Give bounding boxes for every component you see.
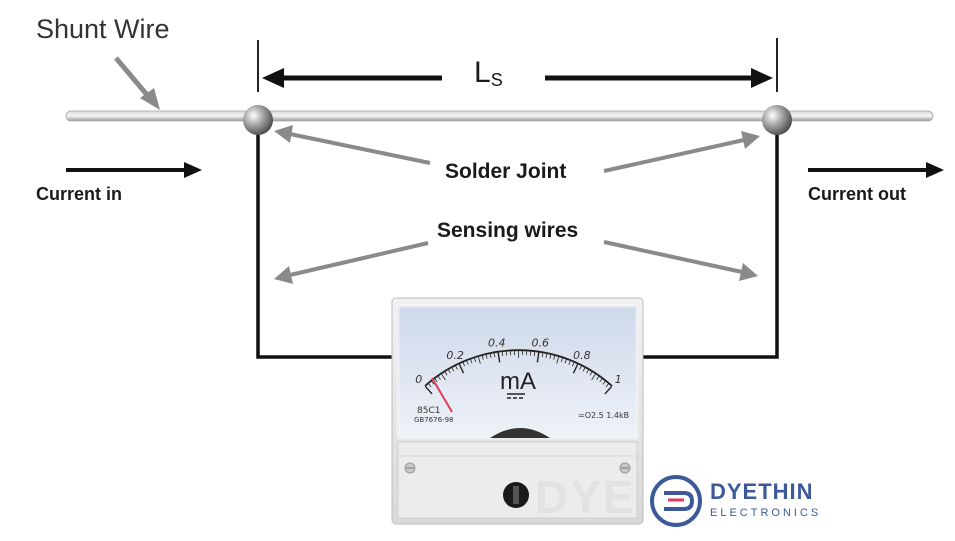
dyethin-logo-icon [650, 475, 702, 527]
meter-scale-tick [572, 363, 579, 374]
meter-scale-tick [497, 352, 501, 363]
meter-scale-number: 1 [615, 373, 622, 386]
meter-scale-tick [455, 365, 458, 370]
sensing-wires-label: Sensing wires [437, 219, 579, 242]
meter-scale-ticks [424, 351, 613, 395]
meter-scale-tick [485, 354, 488, 359]
shunt-pointer-head [140, 88, 160, 110]
meter-scale-tick [481, 355, 484, 360]
meter-scale-tick [545, 353, 548, 358]
meter-scale-tick [470, 359, 473, 364]
ls-label-sub: S [490, 70, 503, 90]
ls-arrow-right-head [751, 68, 773, 88]
meter-scale-tick [564, 359, 567, 364]
meter-scale-tick [451, 367, 455, 372]
solder-arrow-left-head [274, 125, 293, 143]
meter-scale-tick [431, 380, 435, 385]
logo-name: DYETHIN [710, 479, 814, 504]
meter-scale-tick [434, 378, 438, 383]
meter-scale-tick [424, 385, 433, 395]
meter-scale-tick [428, 383, 432, 388]
meter-scale-tick [493, 353, 496, 358]
meter-scale-number: 0.2 [446, 349, 464, 362]
meter-scale-tick [579, 365, 582, 370]
current-in-arrow-head [184, 162, 202, 178]
sensing-arrow-right-head [739, 263, 758, 281]
current-out-arrow-head [926, 162, 944, 178]
ls-label-main: L [474, 56, 491, 89]
meter-scale-number: 0.8 [573, 349, 591, 362]
meter-standard: GB7676-98 [414, 416, 453, 424]
shunt-wire [65, 110, 934, 122]
watermark-text: DYE [535, 471, 636, 523]
meter-scale-tick [462, 362, 465, 367]
meter-scale-tick [549, 354, 552, 359]
meter-scale-number: 0.6 [531, 337, 549, 350]
meter-zero-adjust-slot [513, 486, 519, 504]
ls-label: LS [474, 56, 503, 91]
logo-subtitle: ELECTRONICS [710, 507, 822, 519]
meter-needle [431, 377, 453, 413]
meter-scale-tick [568, 360, 571, 365]
solder-joint-label: Solder Joint [445, 160, 567, 183]
meter-scale-tick [586, 369, 589, 374]
meter-scale-tick [591, 373, 596, 381]
current-out-label: Current out [808, 184, 906, 204]
dyethin-logo: DYETHIN ELECTRONICS [648, 473, 838, 533]
meter-pivot-cover [490, 428, 550, 438]
meter-dial [397, 305, 638, 439]
meter-scale-tick [605, 383, 609, 388]
meter-scale-tick [474, 357, 477, 363]
meter-class: =O2.5 1.4kB [578, 411, 629, 420]
meter-scale-tick [458, 363, 465, 374]
meter-scale-tick [541, 353, 544, 358]
meter-scale-tick [602, 380, 606, 385]
ls-arrow-left-head [262, 68, 284, 88]
shunt-wire-label: Shunt Wire [36, 14, 170, 44]
meter-unit: mA [500, 368, 536, 395]
meter-scale-tick [536, 352, 540, 363]
meter-scale-tick [444, 371, 448, 376]
meter-scale-tick [489, 353, 492, 358]
sensing-arrow-left-line [289, 241, 429, 277]
meter-scale-tick [441, 373, 446, 381]
meter-scale-tick [596, 376, 600, 380]
meter-scale-tick [477, 356, 481, 364]
solder-arrow-right-head [741, 131, 760, 149]
meter-scale-tick [572, 362, 575, 367]
sensing-arrow-right-line [603, 240, 743, 274]
meter-scale-tick [560, 357, 563, 363]
sensing-arrow-left-head [274, 266, 293, 284]
meter-scale-numbers: 0 0.2 0.4 0.6 0.8 1 [415, 337, 622, 386]
meter-model: 85C1 [417, 406, 440, 416]
meter-scale-tick [599, 378, 603, 383]
milliammeter: 0 0.2 0.4 0.6 0.8 1 mA 85C1 GB7676-98 =O2.5 1… [391, 297, 644, 525]
meter-scale-tick [582, 367, 586, 372]
meter-scale-number: 0.4 [488, 337, 506, 350]
meter-scale-tick [437, 376, 441, 380]
meter-scale-tick [556, 356, 560, 364]
meter-scale-tick [553, 355, 556, 360]
solder-arrow-right-line [603, 138, 745, 173]
meter-scale-arc [424, 349, 613, 387]
meter-scale-tick [589, 371, 593, 376]
solder-joint-left [243, 105, 273, 135]
meter-scale-tick [604, 385, 613, 395]
solder-arrow-left-line [289, 132, 431, 165]
shunt-pointer-line [114, 56, 150, 98]
meter-scale-tick [448, 369, 451, 374]
sensing-wire-right [642, 121, 779, 359]
current-in-label: Current in [36, 184, 123, 204]
sensing-wire-left [256, 121, 392, 359]
meter-scale-tick [466, 360, 469, 365]
meter-scale-number: 0 [415, 373, 422, 386]
solder-joint-right [762, 105, 792, 135]
